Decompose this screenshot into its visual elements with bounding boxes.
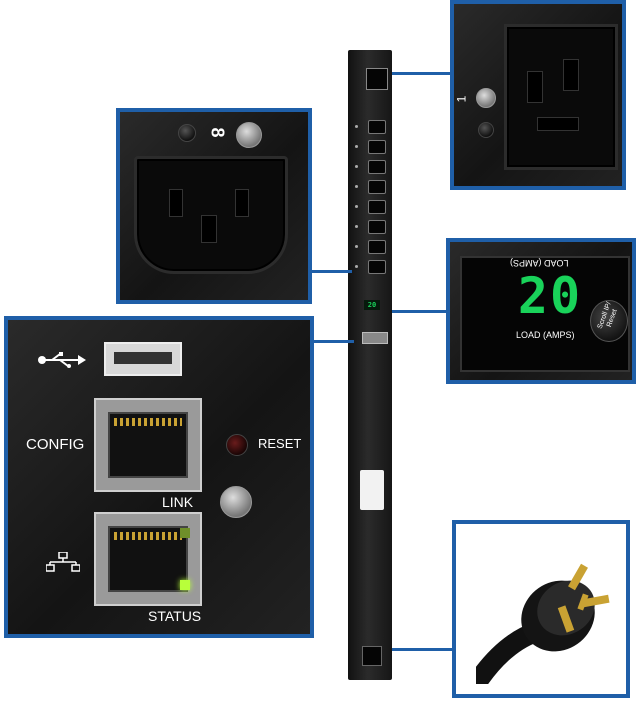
pdu-outlet — [368, 140, 386, 154]
callout-single-outlet: 1 — [450, 0, 626, 190]
config-label: CONFIG — [26, 436, 85, 453]
callout-plug — [452, 520, 630, 698]
pdu-led — [355, 245, 358, 248]
c19-outlet — [504, 24, 618, 170]
callout-load-display: LOAD (AMPS) 20 LOAD (AMPS) Scroll IP/ Re… — [446, 238, 636, 384]
usb-port[interactable] — [104, 342, 182, 376]
pdu-led — [355, 125, 358, 128]
pdu-led — [355, 265, 358, 268]
link-activity-led — [180, 528, 190, 538]
pdu-outlet — [368, 220, 386, 234]
pdu-led — [355, 225, 358, 228]
pdu-led — [355, 145, 358, 148]
reset-button[interactable] — [226, 434, 248, 456]
leader-line — [314, 340, 354, 343]
pdu-top-outlet — [366, 68, 388, 90]
scroll-reset-button[interactable]: Scroll IP/ Reset — [590, 300, 628, 342]
pdu-strip: 20 — [348, 50, 392, 680]
leader-line — [312, 270, 352, 273]
outlet-slot — [527, 71, 543, 103]
pdu-led — [355, 165, 358, 168]
pdu-outlet — [368, 200, 386, 214]
reset-label: RESET — [258, 436, 302, 451]
outlet-slot — [169, 189, 183, 217]
pdu-mini-display: 20 — [364, 300, 380, 310]
pdu-outlet — [368, 240, 386, 254]
callout-network-panel: CONFIG RESET LINK STATUS — [4, 316, 314, 638]
pdu-outlet — [368, 180, 386, 194]
pdu-outlet — [368, 260, 386, 274]
network-icon — [45, 551, 81, 572]
status-led — [180, 580, 190, 590]
pdu-outlet — [368, 120, 386, 134]
locking-plug — [467, 544, 616, 690]
status-label: STATUS — [148, 608, 202, 624]
display-bottom-label: LOAD (AMPS) — [516, 330, 575, 340]
load-reading: 20 — [517, 267, 583, 325]
outlet-number: 8 — [207, 127, 228, 138]
outlet-number: 1 — [454, 95, 469, 103]
outlet-indicator-led — [476, 88, 496, 108]
leader-line — [392, 72, 452, 75]
outlet-slot — [235, 189, 249, 217]
usb-icon — [38, 352, 86, 368]
status-ethernet-port[interactable] — [94, 512, 202, 606]
c13-outlet — [134, 156, 288, 274]
outlet-slot — [201, 215, 217, 243]
outlet-indicator-led — [236, 122, 262, 148]
pdu-input-block — [362, 646, 382, 666]
leader-line — [392, 310, 448, 313]
pdu-logo — [360, 470, 384, 510]
link-label: LINK — [162, 494, 194, 510]
pdu-led — [355, 205, 358, 208]
pdu-led — [355, 185, 358, 188]
leader-line — [392, 648, 454, 651]
link-led — [220, 486, 252, 518]
pdu-network-ports — [362, 332, 388, 344]
outlet-status-led — [478, 122, 494, 138]
outlet-slot — [537, 117, 579, 131]
scroll-reset-button-label: Scroll IP/ Reset — [596, 301, 619, 330]
callout-outlet-bank: 8 — [116, 108, 312, 304]
config-ethernet-port[interactable] — [94, 398, 202, 492]
pdu-outlet — [368, 160, 386, 174]
outlet-status-led — [178, 124, 196, 142]
outlet-slot — [563, 59, 579, 91]
